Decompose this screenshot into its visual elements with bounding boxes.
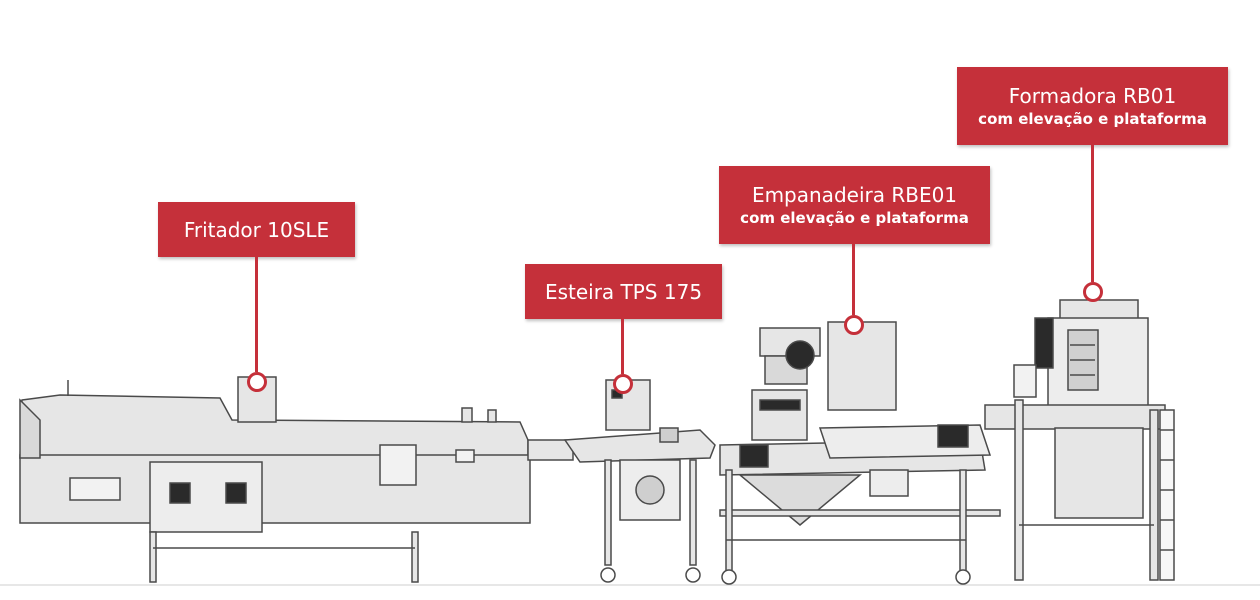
empanadeira-machine bbox=[719, 321, 1001, 585]
fritador-title: Fritador 10SLE bbox=[183, 217, 330, 242]
formadora-label: Formadora RB01 com elevação e plataforma bbox=[957, 67, 1228, 145]
fritador-machine bbox=[19, 376, 574, 583]
empanadeira-title: Empanadeira RBE01 bbox=[751, 183, 958, 207]
formadora-subtitle: com elevação e plataforma bbox=[978, 110, 1207, 128]
esteira-marker bbox=[613, 374, 633, 394]
empanadeira-marker bbox=[844, 315, 864, 335]
fritador-marker bbox=[247, 372, 267, 392]
empanadeira-label: Empanadeira RBE01 com elevação e platafo… bbox=[719, 166, 990, 244]
empanadeira-leader bbox=[852, 244, 855, 315]
esteira-title: Esteira TPS 175 bbox=[544, 279, 703, 304]
esteira-machine bbox=[563, 379, 716, 583]
fritador-leader bbox=[255, 257, 258, 372]
esteira-label: Esteira TPS 175 bbox=[525, 264, 722, 319]
formadora-marker bbox=[1083, 282, 1103, 302]
formadora-machine bbox=[984, 299, 1175, 581]
formadora-leader bbox=[1091, 145, 1094, 282]
fritador-label: Fritador 10SLE bbox=[158, 202, 355, 257]
esteira-leader bbox=[621, 319, 624, 374]
formadora-title: Formadora RB01 bbox=[1008, 84, 1177, 108]
empanadeira-subtitle: com elevação e plataforma bbox=[740, 209, 969, 227]
